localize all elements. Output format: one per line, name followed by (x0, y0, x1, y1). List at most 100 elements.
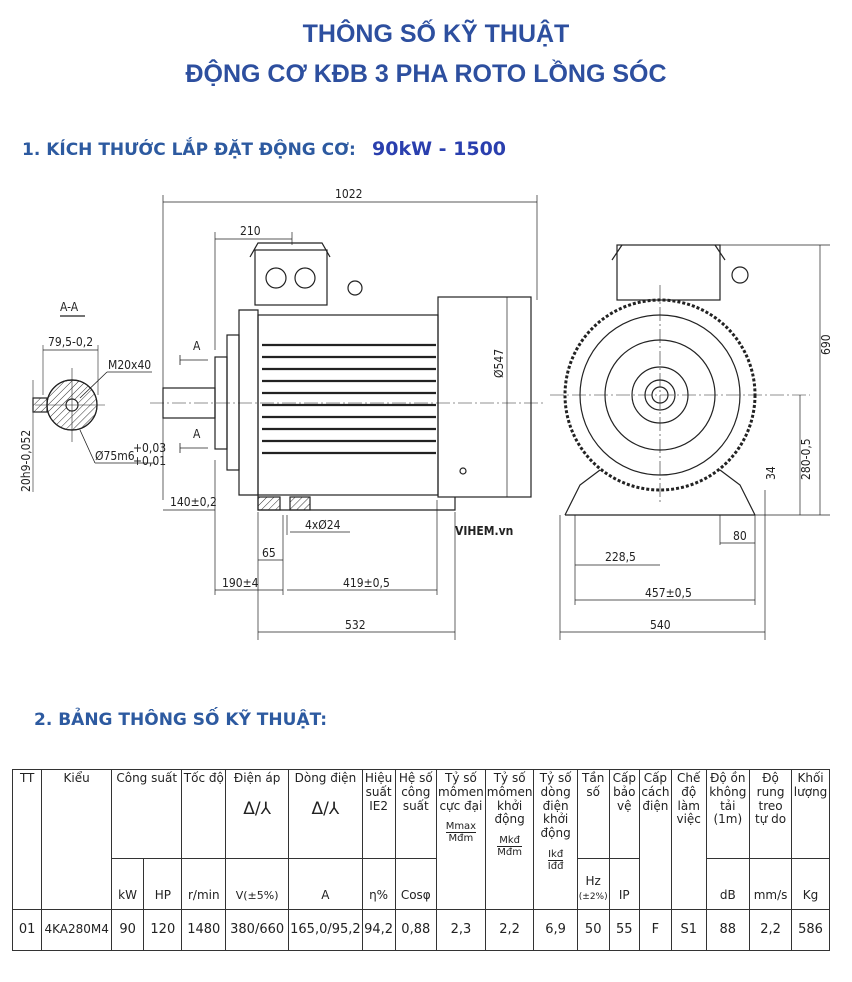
dim-34: 34 (764, 466, 778, 480)
cut-marker-bottom: A (193, 427, 201, 441)
cell-power-factor: 0,88 (394, 909, 438, 951)
cell-frequency: 50 (576, 909, 610, 951)
unit-a: A (288, 858, 363, 910)
cell-kw: 90 (110, 909, 145, 951)
header-cap-cach-dien: Cấp cách điện (638, 769, 672, 910)
unit-hz: Hz (±2%) (576, 858, 610, 910)
unit-den: Iđđ (547, 860, 564, 872)
label: Tỷ số dòng điện khởi động (539, 771, 572, 841)
cell-weight: 586 (791, 909, 830, 951)
cell-ikd: 6,9 (533, 909, 578, 951)
unit-v: V(±5%) (225, 858, 290, 910)
dim-419: 419±0,5 (343, 576, 390, 590)
dim-210: 210 (240, 224, 261, 238)
unit-cos: Cosφ (394, 858, 438, 910)
unit-kw: kW (110, 858, 145, 910)
dim-feet-holes: 4xØ24 (305, 518, 341, 532)
header-kieu: Kiểu (41, 769, 112, 910)
dim-80: 80 (733, 529, 747, 543)
dimension-drawing: A-A 79,5-0,2 M20x40 Ø75m6 +0,03 +0,01 20… (19, 187, 833, 640)
end-dimensions (559, 244, 830, 640)
cell-kieu: 4KA280M4 (41, 909, 112, 951)
cell-noise: 88 (705, 909, 751, 951)
section-label: A-A (60, 300, 79, 314)
cell-duty: S1 (670, 909, 707, 951)
section-dimensions-heading: 1. KÍCH THƯỚC LẮP ĐẶT ĐỘNG CƠ: (22, 140, 356, 160)
page-subtitle: ĐỘNG CƠ KĐB 3 PHA ROTO LỒNG SÓC (185, 60, 667, 88)
header-hieu-suat: Hiệu suất IE2 (361, 769, 396, 859)
header-tan-so: Tần số (576, 769, 610, 859)
cell-insulation: F (638, 909, 672, 951)
delta-star-symbol: Δ/⅄ (243, 798, 271, 819)
key-height-dim: 20h9-0,052 (19, 430, 33, 492)
dim-fan-dia: Ø547 (492, 349, 506, 378)
label: Điện áp (233, 771, 281, 785)
unit-hp: HP (143, 858, 183, 910)
thread-label: M20x40 (108, 358, 151, 372)
dim-65: 65 (262, 546, 276, 560)
header-do-on: Độ ồn không tải (1m) (705, 769, 751, 859)
cell-vibration: 2,2 (749, 909, 793, 951)
unit-num: Ikđ (547, 848, 564, 861)
dim-190: 190±4 (222, 576, 259, 590)
header-do-rung: Độ rung treo tự do (749, 769, 793, 859)
header-toc-do: Tốc độ (181, 769, 227, 859)
unit-mms: mm/s (749, 858, 793, 910)
cell-tt: 01 (11, 909, 43, 951)
model-rating: 90kW - 1500 (372, 138, 507, 160)
dim-540: 540 (650, 618, 671, 632)
side-view: A A (150, 242, 545, 511)
unit-ip: IP (608, 858, 640, 910)
side-dimension-labels: 1022 210 Ø547 140±0,2 4xØ24 65 190±4 419… (170, 187, 513, 632)
watermark: VIHEM.vn (455, 524, 513, 538)
tolerance-lower: +0,01 (133, 454, 166, 468)
header-cong-suat: Công suất (110, 769, 183, 859)
unit-kg: Kg (791, 858, 830, 910)
end-view (550, 244, 810, 516)
unit-db: dB (705, 858, 751, 910)
cell-efficiency: 94,2 (361, 909, 396, 951)
header-cap-bao-ve: Cấp bảo vệ (608, 769, 640, 859)
page-title: THÔNG SỐ KỸ THUẬT (302, 20, 570, 48)
section-a-a: A-A 79,5-0,2 M20x40 Ø75m6 +0,03 +0,01 20… (19, 300, 166, 492)
label: Tỷ số mômen khởi động (486, 771, 533, 827)
unit-num: Mmax (445, 821, 477, 834)
label: Dòng điện (294, 771, 357, 785)
cut-marker-top: A (193, 339, 201, 353)
cell-ip: 55 (608, 909, 640, 951)
unit-num: Mkđ (497, 835, 522, 848)
label: Hz (585, 874, 601, 889)
header-khoi-luong: Khối lượng (791, 769, 830, 859)
label: Tỷ số mômen cực đại (438, 771, 484, 813)
dim-532: 532 (345, 618, 366, 632)
end-dimension-labels: 690 280-0,5 34 80 228,5 457±0,5 540 (605, 334, 833, 632)
table-row: 01 4KA280M4 90 120 1480 380/660 165,0/95… (11, 909, 830, 951)
delta-star-symbol: Δ/⅄ (311, 798, 340, 819)
dim-1022: 1022 (335, 187, 362, 201)
dim-280: 280-0,5 (799, 438, 813, 480)
dim-457: 457±0,5 (645, 586, 692, 600)
shaft-diameter-label: Ø75m6 (95, 449, 135, 463)
dim-690: 690 (819, 334, 833, 355)
tolerance-upper: +0,03 (133, 441, 166, 455)
spec-table: TT Kiểu Công suất Tốc độ Điện áp Δ/⅄ Dòng… (11, 769, 830, 951)
header-tt: TT (11, 769, 43, 910)
unit-den: Mđm (497, 847, 522, 859)
section-specs-heading: 2. BẢNG THÔNG SỐ KỸ THUẬT: (34, 710, 328, 730)
side-dimensions (162, 195, 538, 640)
unit-rpm: r/min (181, 858, 227, 910)
cell-current: 165,0/95,2 (288, 909, 363, 951)
unit-den: Mđm (448, 833, 474, 845)
cell-mmax: 2,3 (436, 909, 486, 951)
cell-hp: 120 (143, 909, 183, 951)
header-he-so: Hệ số công suất (394, 769, 438, 859)
cell-mkd: 2,2 (484, 909, 535, 951)
dim-228-5: 228,5 (605, 550, 636, 564)
tolerance: (±2%) (578, 892, 608, 903)
header-dien-ap: Điện áp Δ/⅄ (225, 769, 290, 859)
